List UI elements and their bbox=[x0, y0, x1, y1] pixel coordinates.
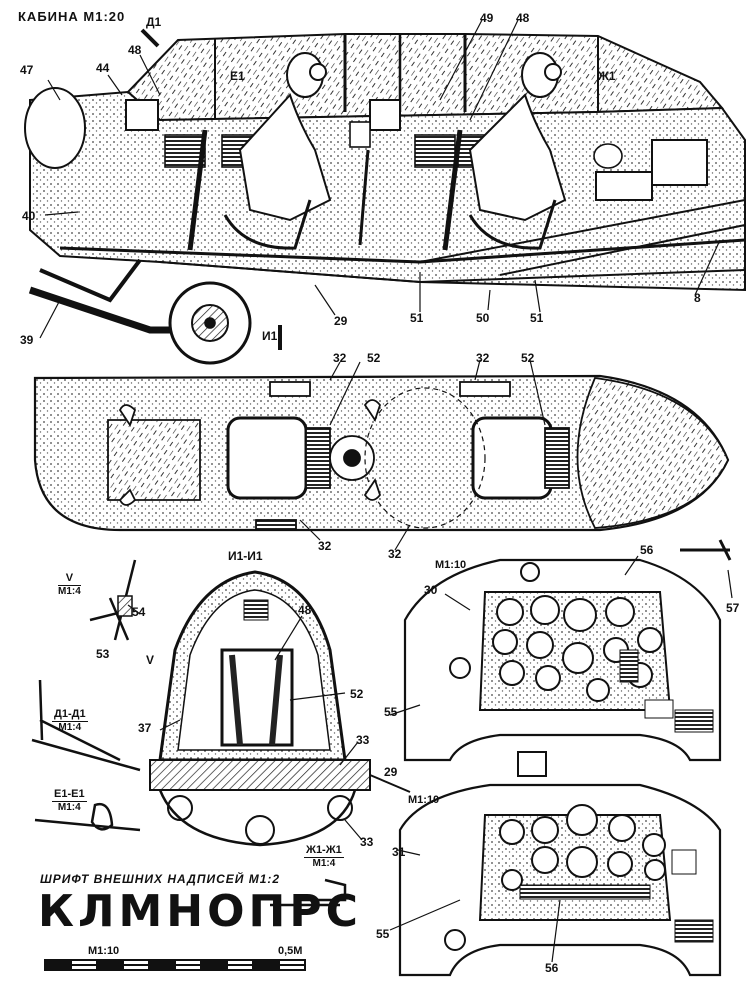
callout-48: 48 bbox=[128, 43, 142, 57]
detail-label-e1: Е1-Е1 М1:4 bbox=[52, 788, 87, 813]
detail-v-num: V bbox=[58, 572, 81, 586]
v-mark: V bbox=[146, 653, 155, 667]
callout-29: 29 bbox=[384, 765, 398, 779]
font-sample: КЛМНОПРС bbox=[38, 886, 362, 937]
callout-55: 55 bbox=[376, 927, 390, 941]
callout-32: 32 bbox=[476, 351, 490, 365]
detail-d1-num: Д1-Д1 bbox=[52, 708, 88, 722]
section-mark-e1: Е1 bbox=[230, 69, 245, 83]
callout-50: 50 bbox=[476, 311, 490, 325]
scale-bar bbox=[44, 959, 306, 971]
callout-33: 33 bbox=[356, 733, 370, 747]
callout-54: 54 bbox=[132, 605, 146, 619]
detail-zh1-num: Ж1-Ж1 bbox=[304, 844, 344, 858]
callout-39: 39 bbox=[20, 333, 34, 347]
callout-55: 55 bbox=[384, 705, 398, 719]
detail-label-zh1: Ж1-Ж1 М1:4 bbox=[304, 844, 344, 869]
plan-view bbox=[33, 374, 730, 532]
callout-29: 29 bbox=[334, 314, 348, 328]
callout-32: 32 bbox=[333, 351, 347, 365]
callout-33: 33 bbox=[360, 835, 374, 849]
callout-31: 31 bbox=[392, 845, 406, 859]
callout-49: 49 bbox=[480, 11, 494, 25]
callout-44: 44 bbox=[96, 61, 110, 75]
callout-48: 48 bbox=[298, 603, 312, 617]
section-mark-d1: Д1 bbox=[146, 15, 162, 29]
callout-48: 48 bbox=[516, 11, 530, 25]
detail-label-v: V М1:4 bbox=[58, 572, 81, 597]
panel-bottom-scale: М1:10 bbox=[408, 794, 440, 806]
scale-length: 0,5М bbox=[278, 945, 303, 957]
callout-57: 57 bbox=[726, 601, 740, 615]
detail-zh1-scale: М1:4 bbox=[312, 857, 336, 869]
detail-e1-num: Е1-Е1 bbox=[52, 788, 87, 802]
callout-51: 51 bbox=[410, 311, 424, 325]
callout-56: 56 bbox=[640, 543, 654, 557]
pilot-rear bbox=[468, 52, 567, 222]
callout-52: 52 bbox=[521, 351, 535, 365]
pilot-front bbox=[238, 52, 332, 222]
callout-52: 52 bbox=[367, 351, 381, 365]
instrument-panel-top bbox=[403, 539, 732, 762]
section-mark-zh1: Ж1 bbox=[598, 69, 616, 83]
detail-e1-scale: М1:4 bbox=[57, 801, 81, 813]
detail-v-scale: М1:4 bbox=[58, 585, 81, 597]
callout-30: 30 bbox=[424, 583, 438, 597]
drawing-title: КАБИНА М1:20 bbox=[18, 9, 126, 24]
callout-53: 53 bbox=[96, 647, 110, 661]
callout-56: 56 bbox=[545, 961, 559, 975]
seat-rear bbox=[468, 199, 557, 250]
leader-lines bbox=[39, 19, 733, 963]
section-mark-i1: И1 bbox=[262, 329, 278, 343]
plan-canopy-rear bbox=[576, 377, 729, 529]
callout-32: 32 bbox=[318, 539, 332, 553]
callout-40: 40 bbox=[22, 209, 36, 223]
cross-section bbox=[149, 570, 411, 847]
callout-37: 37 bbox=[138, 721, 152, 735]
callout-32: 32 bbox=[388, 547, 402, 561]
seat-front bbox=[223, 199, 312, 250]
callout-47: 47 bbox=[20, 63, 34, 77]
side-view bbox=[24, 28, 746, 365]
canopy bbox=[126, 33, 725, 122]
instrument-panel-bottom bbox=[398, 751, 722, 977]
seat-plan-front bbox=[226, 416, 308, 500]
detail-d1-scale: М1:4 bbox=[58, 721, 82, 733]
callout-52: 52 bbox=[350, 687, 364, 701]
callout-51: 51 bbox=[530, 311, 544, 325]
panel-top-scale: М1:10 bbox=[435, 559, 467, 571]
section-view-title: И1-И1 bbox=[228, 549, 263, 563]
plan-outline bbox=[33, 374, 730, 532]
font-heading: ШРИФТ ВНЕШНИХ НАДПИСЕЙ М1:2 bbox=[40, 872, 281, 886]
detail-sketches bbox=[31, 559, 347, 907]
detail-zh1 bbox=[270, 878, 347, 907]
callout-8: 8 bbox=[694, 291, 701, 305]
scale-ratio: М1:10 bbox=[88, 945, 120, 957]
detail-d1 bbox=[31, 679, 141, 772]
detail-label-d1: Д1-Д1 М1:4 bbox=[52, 708, 88, 733]
detail-e1 bbox=[34, 802, 141, 832]
engine-cowl bbox=[24, 87, 86, 169]
